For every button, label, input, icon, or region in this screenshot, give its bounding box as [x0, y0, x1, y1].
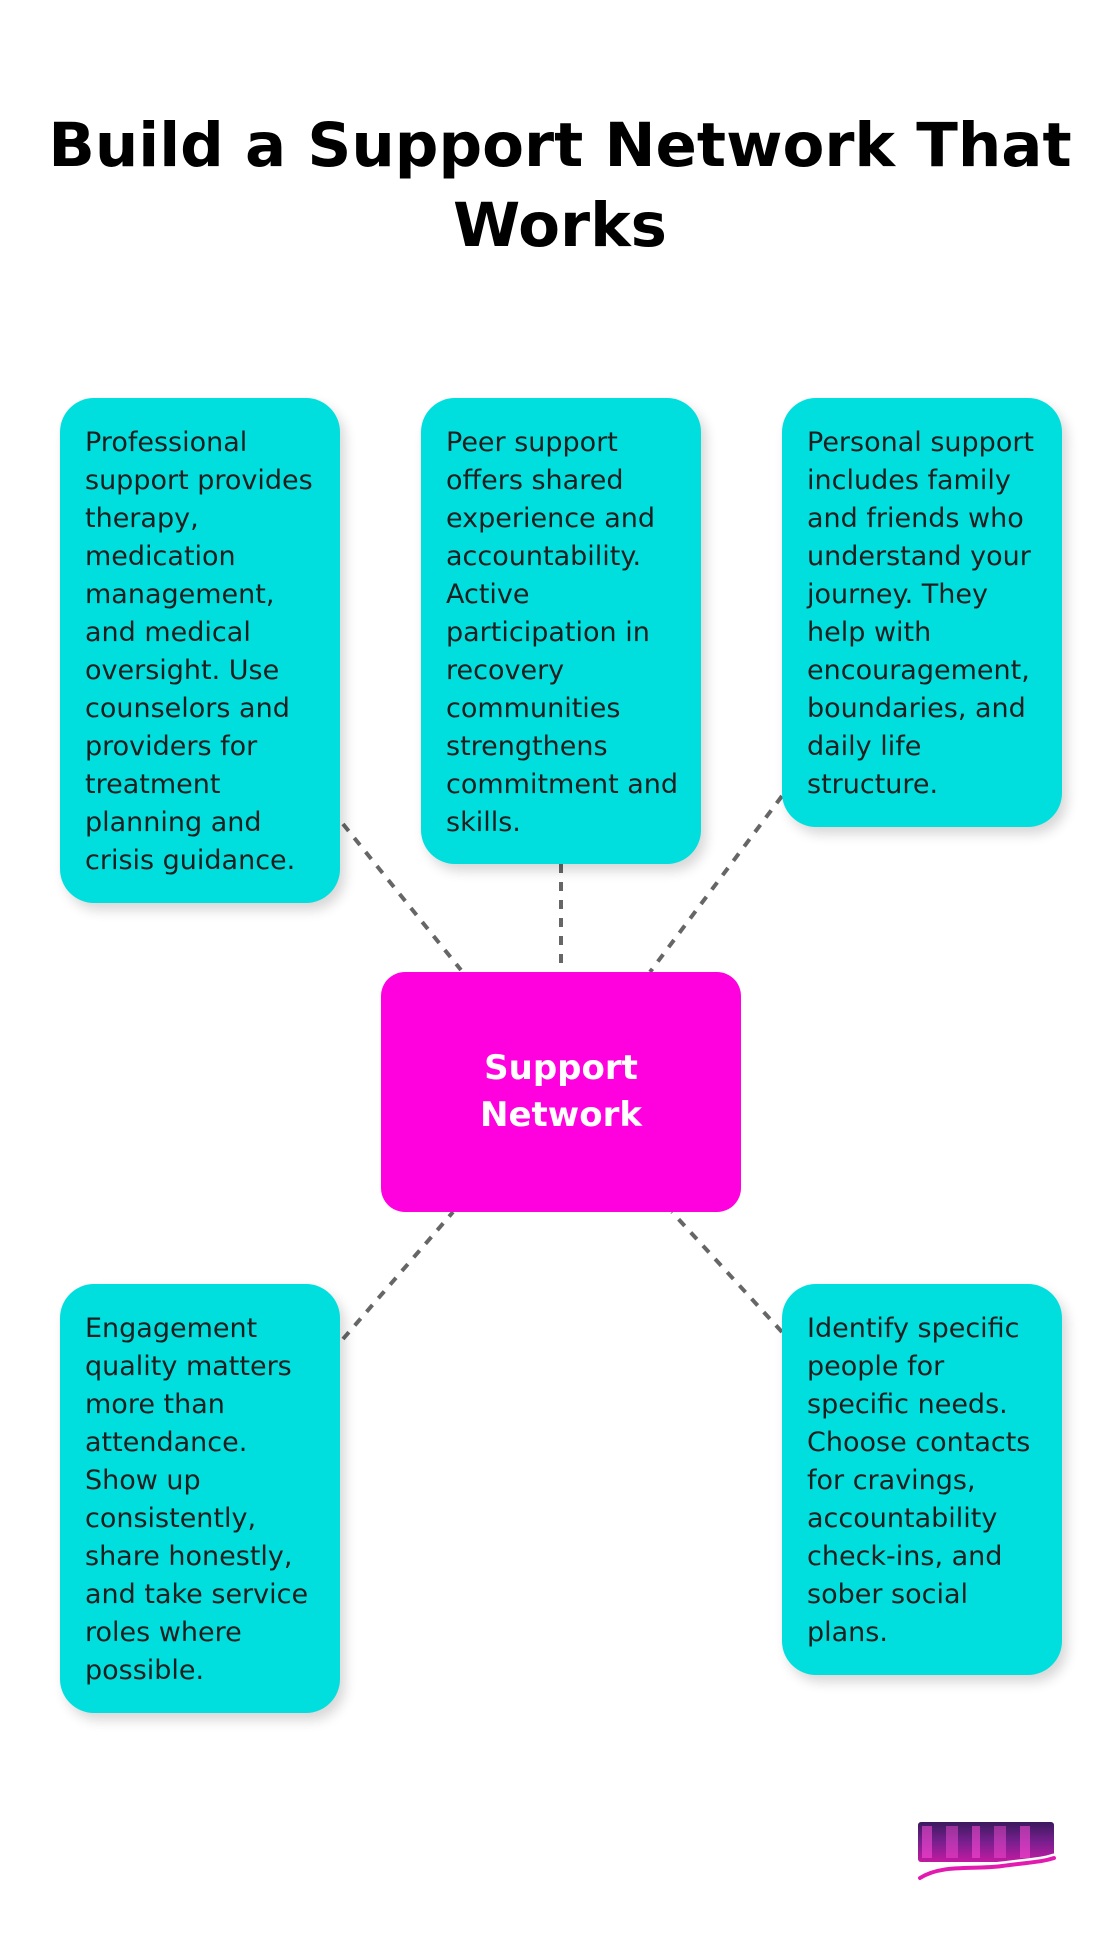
amity-palm-beach-logo-icon: [915, 1822, 1059, 1883]
connector-engagement: [341, 1210, 455, 1341]
center-node-support-network: Support Network: [381, 972, 741, 1212]
connector-professional: [341, 822, 463, 972]
connector-personal: [648, 794, 784, 974]
card-personal-support: Personal support includes family and fri…: [782, 398, 1062, 827]
card-identify-people: Identify specific people for specific ne…: [782, 1284, 1062, 1675]
connector-identify: [670, 1210, 784, 1334]
card-engagement-quality: Engagement quality matters more than att…: [60, 1284, 340, 1713]
page-title: Build a Support Network That Works: [48, 110, 1072, 261]
card-peer-support: Peer support offers shared experience an…: [421, 398, 701, 864]
card-professional-support: Professional support provides therapy, m…: [60, 398, 340, 903]
